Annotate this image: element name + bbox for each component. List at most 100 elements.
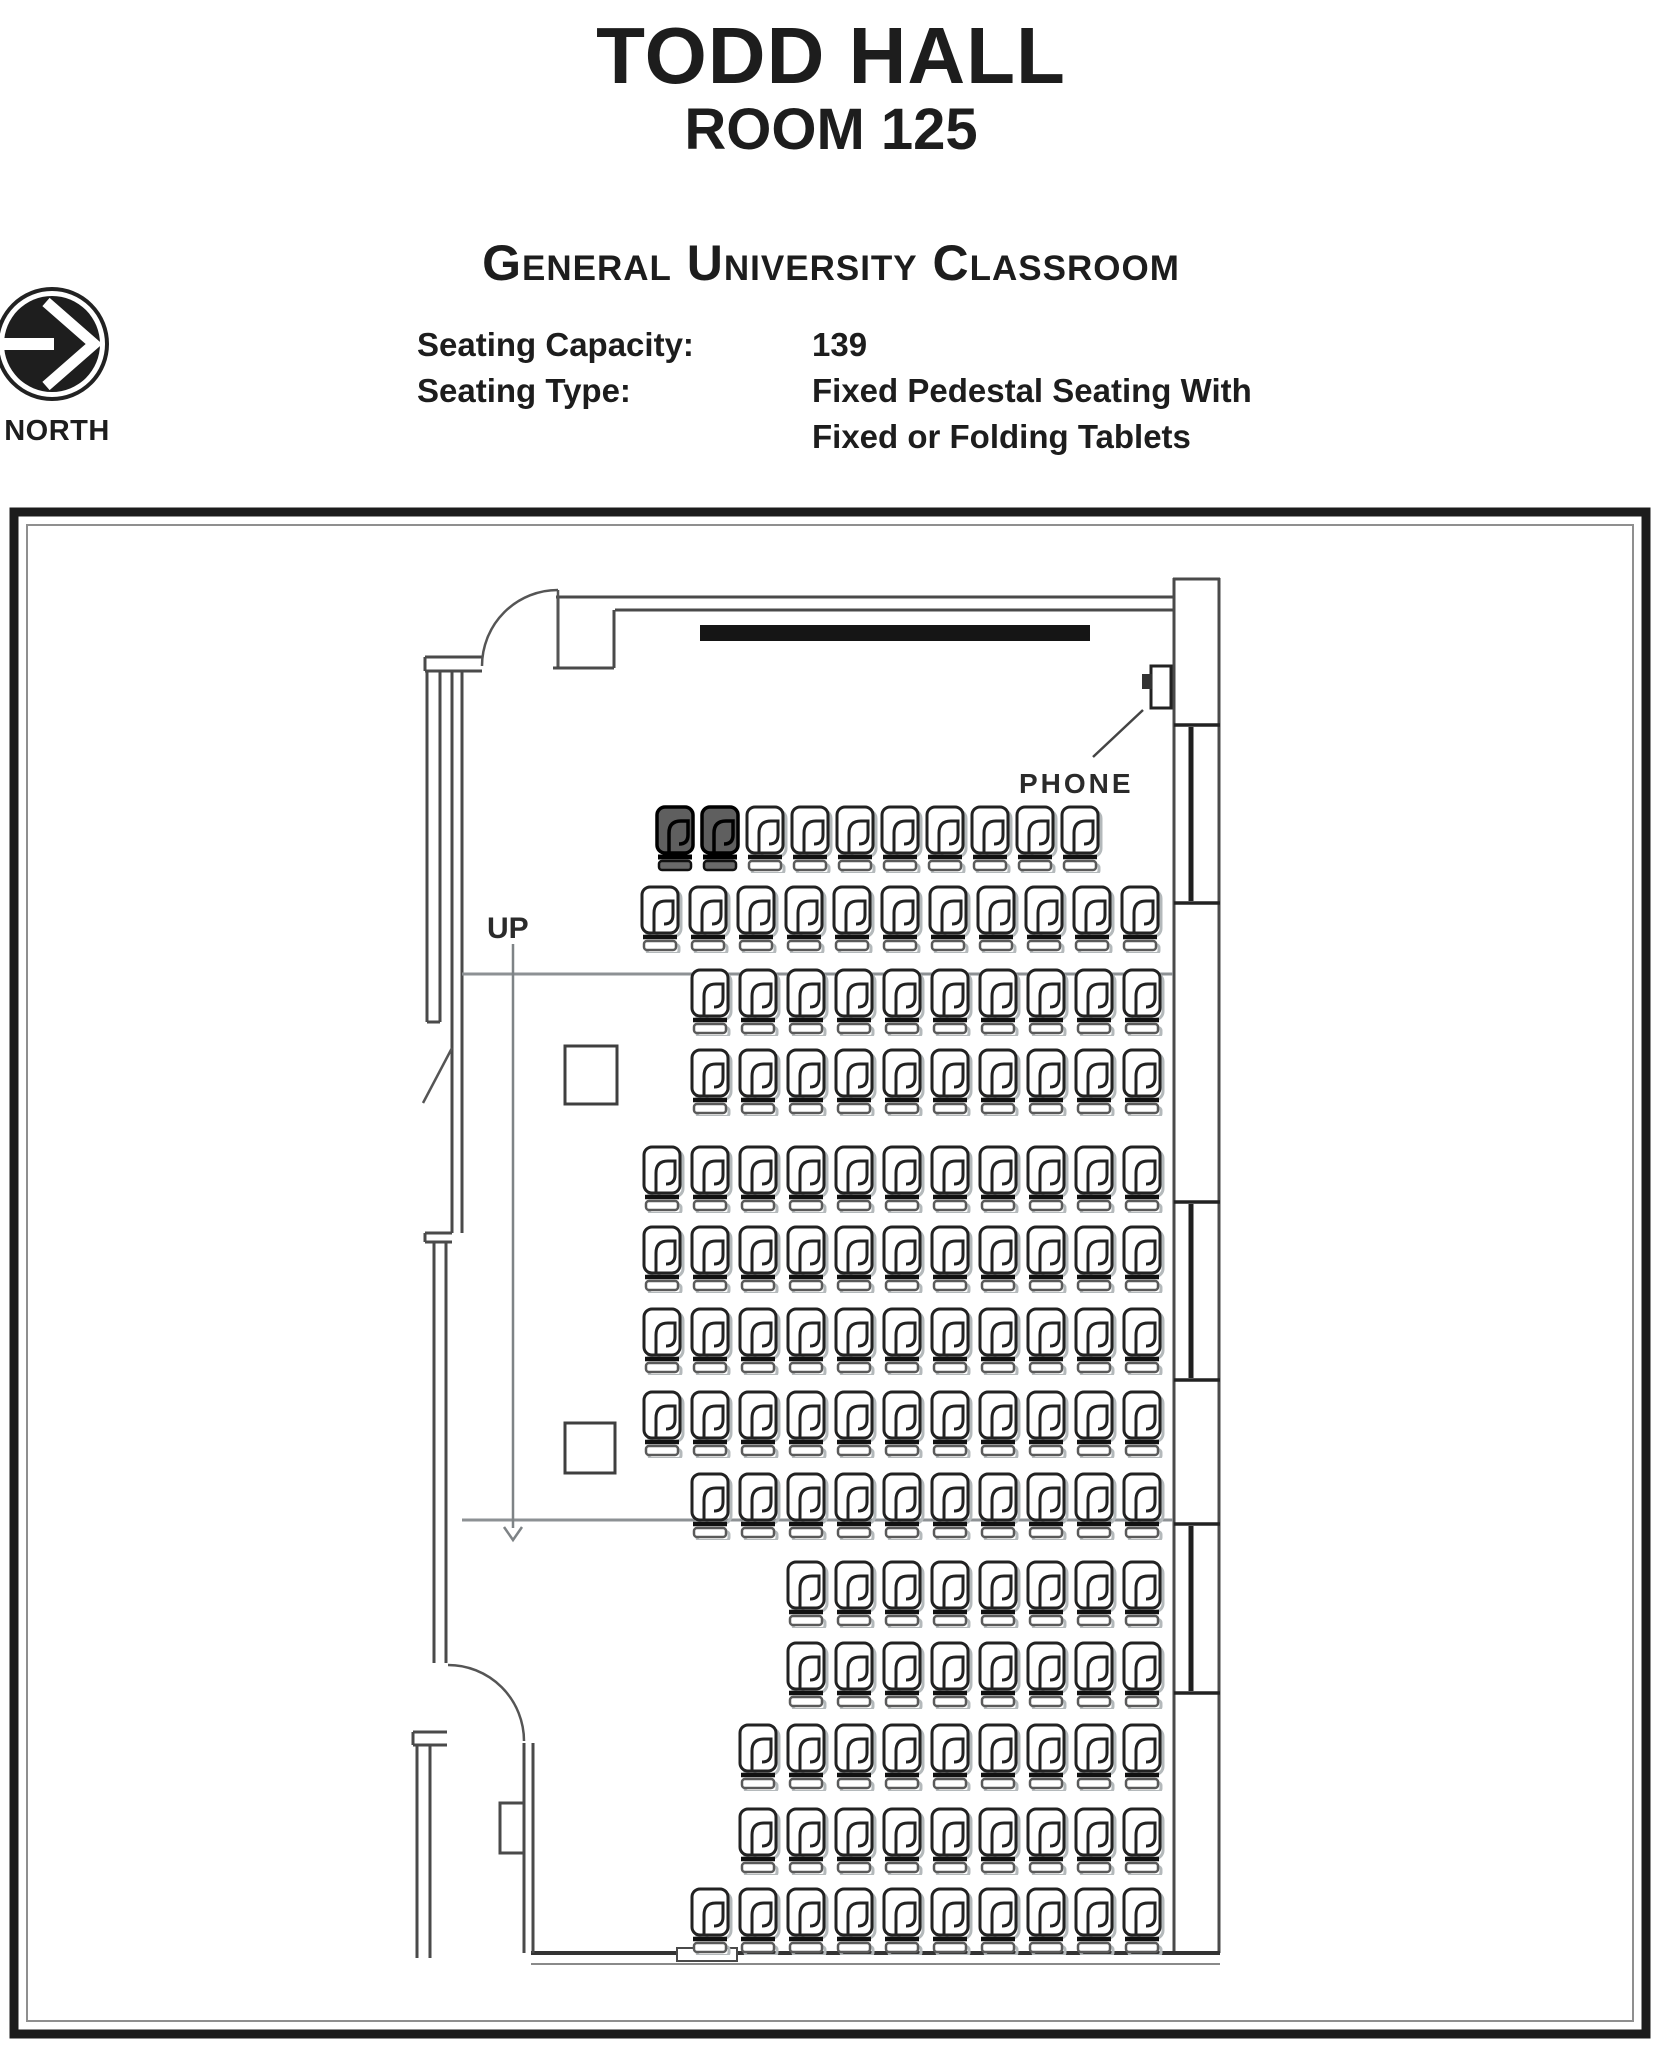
- stair-up-line: [502, 944, 524, 1543]
- seat-icon-r4: [740, 1050, 779, 1117]
- seat-icon-r7: [788, 1309, 827, 1376]
- seat-icon-r5: [644, 1147, 683, 1214]
- seat-icon-r11: [1076, 1643, 1115, 1710]
- seat-icon-r1: [792, 807, 831, 874]
- seat-icon-r4: [932, 1050, 971, 1117]
- capacity-label: Seating Capacity:: [417, 326, 694, 363]
- seat-icon-r3: [692, 970, 731, 1037]
- seat-icon-r3: [1124, 970, 1163, 1037]
- seat-icon-r13: [1124, 1809, 1163, 1876]
- seat-icon-r12: [932, 1725, 971, 1792]
- seat-icon-r5: [740, 1147, 779, 1214]
- accessible-seat-icon-r1: [702, 807, 738, 870]
- north-label: NORTH: [4, 415, 110, 447]
- seat-icon-r8: [788, 1392, 827, 1459]
- seat-icon-r2: [642, 887, 681, 954]
- seat-icon-r11: [836, 1643, 875, 1710]
- seat-icon-r8: [692, 1392, 731, 1459]
- seat-icon-r8: [1028, 1392, 1067, 1459]
- seat-icon-r6: [836, 1227, 875, 1294]
- building-title: TODD HALL: [596, 11, 1066, 100]
- seat-icon-r8: [836, 1392, 875, 1459]
- seat-icon-r2: [930, 887, 969, 954]
- seat-icon-r14: [740, 1889, 779, 1956]
- seat-icon-r1: [882, 807, 921, 874]
- seat-icon-r3: [1076, 970, 1115, 1037]
- seat-icon-r4: [980, 1050, 1019, 1117]
- seat-icon-r9: [1124, 1474, 1163, 1541]
- seat-icon-r2: [978, 887, 1017, 954]
- seat-icon-r14: [1076, 1889, 1115, 1956]
- seat-icon-r11: [932, 1643, 971, 1710]
- seat-icon-r11: [788, 1643, 827, 1710]
- seat-icon-r12: [980, 1725, 1019, 1792]
- seat-icon-r1: [837, 807, 876, 874]
- seat-icon-r6: [884, 1227, 923, 1294]
- capacity-value: 139: [812, 326, 868, 363]
- seat-icon-r10: [932, 1562, 971, 1629]
- seat-icon-r13: [932, 1809, 971, 1876]
- seat-icon-r3: [884, 970, 923, 1037]
- seat-icon-r9: [692, 1474, 731, 1541]
- seat-icon-r13: [788, 1809, 827, 1876]
- seat-icon-r14: [692, 1889, 731, 1956]
- right-wall-windows: [1174, 723, 1220, 1695]
- seat-icon-r6: [932, 1227, 971, 1294]
- seat-icon-r3: [836, 970, 875, 1037]
- type-value: Fixed Pedestal Seating With Fixed or Fol…: [812, 372, 1252, 455]
- seat-icon-r8: [932, 1392, 971, 1459]
- seat-icon-r11: [884, 1643, 923, 1710]
- seat-icon-r2: [1122, 887, 1161, 954]
- seat-icon-r7: [980, 1309, 1019, 1376]
- seat-icon-r10: [980, 1562, 1019, 1629]
- seat-icon-r5: [980, 1147, 1019, 1214]
- seat-icon-r1: [927, 807, 966, 874]
- seat-icon-r12: [1076, 1725, 1115, 1792]
- seat-icon-r5: [1124, 1147, 1163, 1214]
- wall-phone: [1092, 664, 1173, 758]
- seat-icon-r7: [1124, 1309, 1163, 1376]
- seat-icon-r6: [644, 1227, 683, 1294]
- seat-icon-r4: [788, 1050, 827, 1117]
- seat-icon-r13: [980, 1809, 1019, 1876]
- seat-icon-r10: [788, 1562, 827, 1629]
- seat-icon-r2: [738, 887, 777, 954]
- seat-icon-r12: [788, 1725, 827, 1792]
- seat-icon-r1: [1017, 807, 1056, 874]
- classroom-subtitle: General University Classroom: [482, 235, 1180, 291]
- seat-icon-r6: [980, 1227, 1019, 1294]
- seat-icon-r4: [1124, 1050, 1163, 1117]
- seating-specs: Seating Capacity: 139 Seating Type: Fixe…: [417, 322, 1252, 460]
- seat-icon-r13: [884, 1809, 923, 1876]
- seat-icon-r1: [972, 807, 1011, 874]
- seat-icon-r2: [834, 887, 873, 954]
- seat-icon-r7: [644, 1309, 683, 1376]
- seat-icon-r12: [884, 1725, 923, 1792]
- seat-icon-r8: [1076, 1392, 1115, 1459]
- type-label: Seating Type:: [417, 372, 631, 409]
- seat-icon-r6: [692, 1227, 731, 1294]
- seat-icon-r3: [740, 970, 779, 1037]
- seat-icon-r4: [692, 1050, 731, 1117]
- seat-icon-r9: [1028, 1474, 1067, 1541]
- seat-icon-r3: [932, 970, 971, 1037]
- seat-icon-r11: [1124, 1643, 1163, 1710]
- seat-icon-r9: [836, 1474, 875, 1541]
- seat-icon-r5: [692, 1147, 731, 1214]
- seat-icon-r14: [1124, 1889, 1163, 1956]
- seat-icon-r8: [980, 1392, 1019, 1459]
- bottom-door-arc: [447, 1663, 526, 1742]
- seat-icon-r9: [884, 1474, 923, 1541]
- north-arrow-icon: [0, 287, 109, 401]
- plan-frame: [9, 507, 1651, 2039]
- seat-icon-r6: [1076, 1227, 1115, 1294]
- seat-icon-r14: [932, 1889, 971, 1956]
- seat-icon-r11: [1028, 1643, 1067, 1710]
- seat-icon-r7: [884, 1309, 923, 1376]
- down-arrow-icon: [502, 1526, 524, 1543]
- seat-icon-r7: [740, 1309, 779, 1376]
- seat-icon-r9: [1076, 1474, 1115, 1541]
- seat-icon-r14: [836, 1889, 875, 1956]
